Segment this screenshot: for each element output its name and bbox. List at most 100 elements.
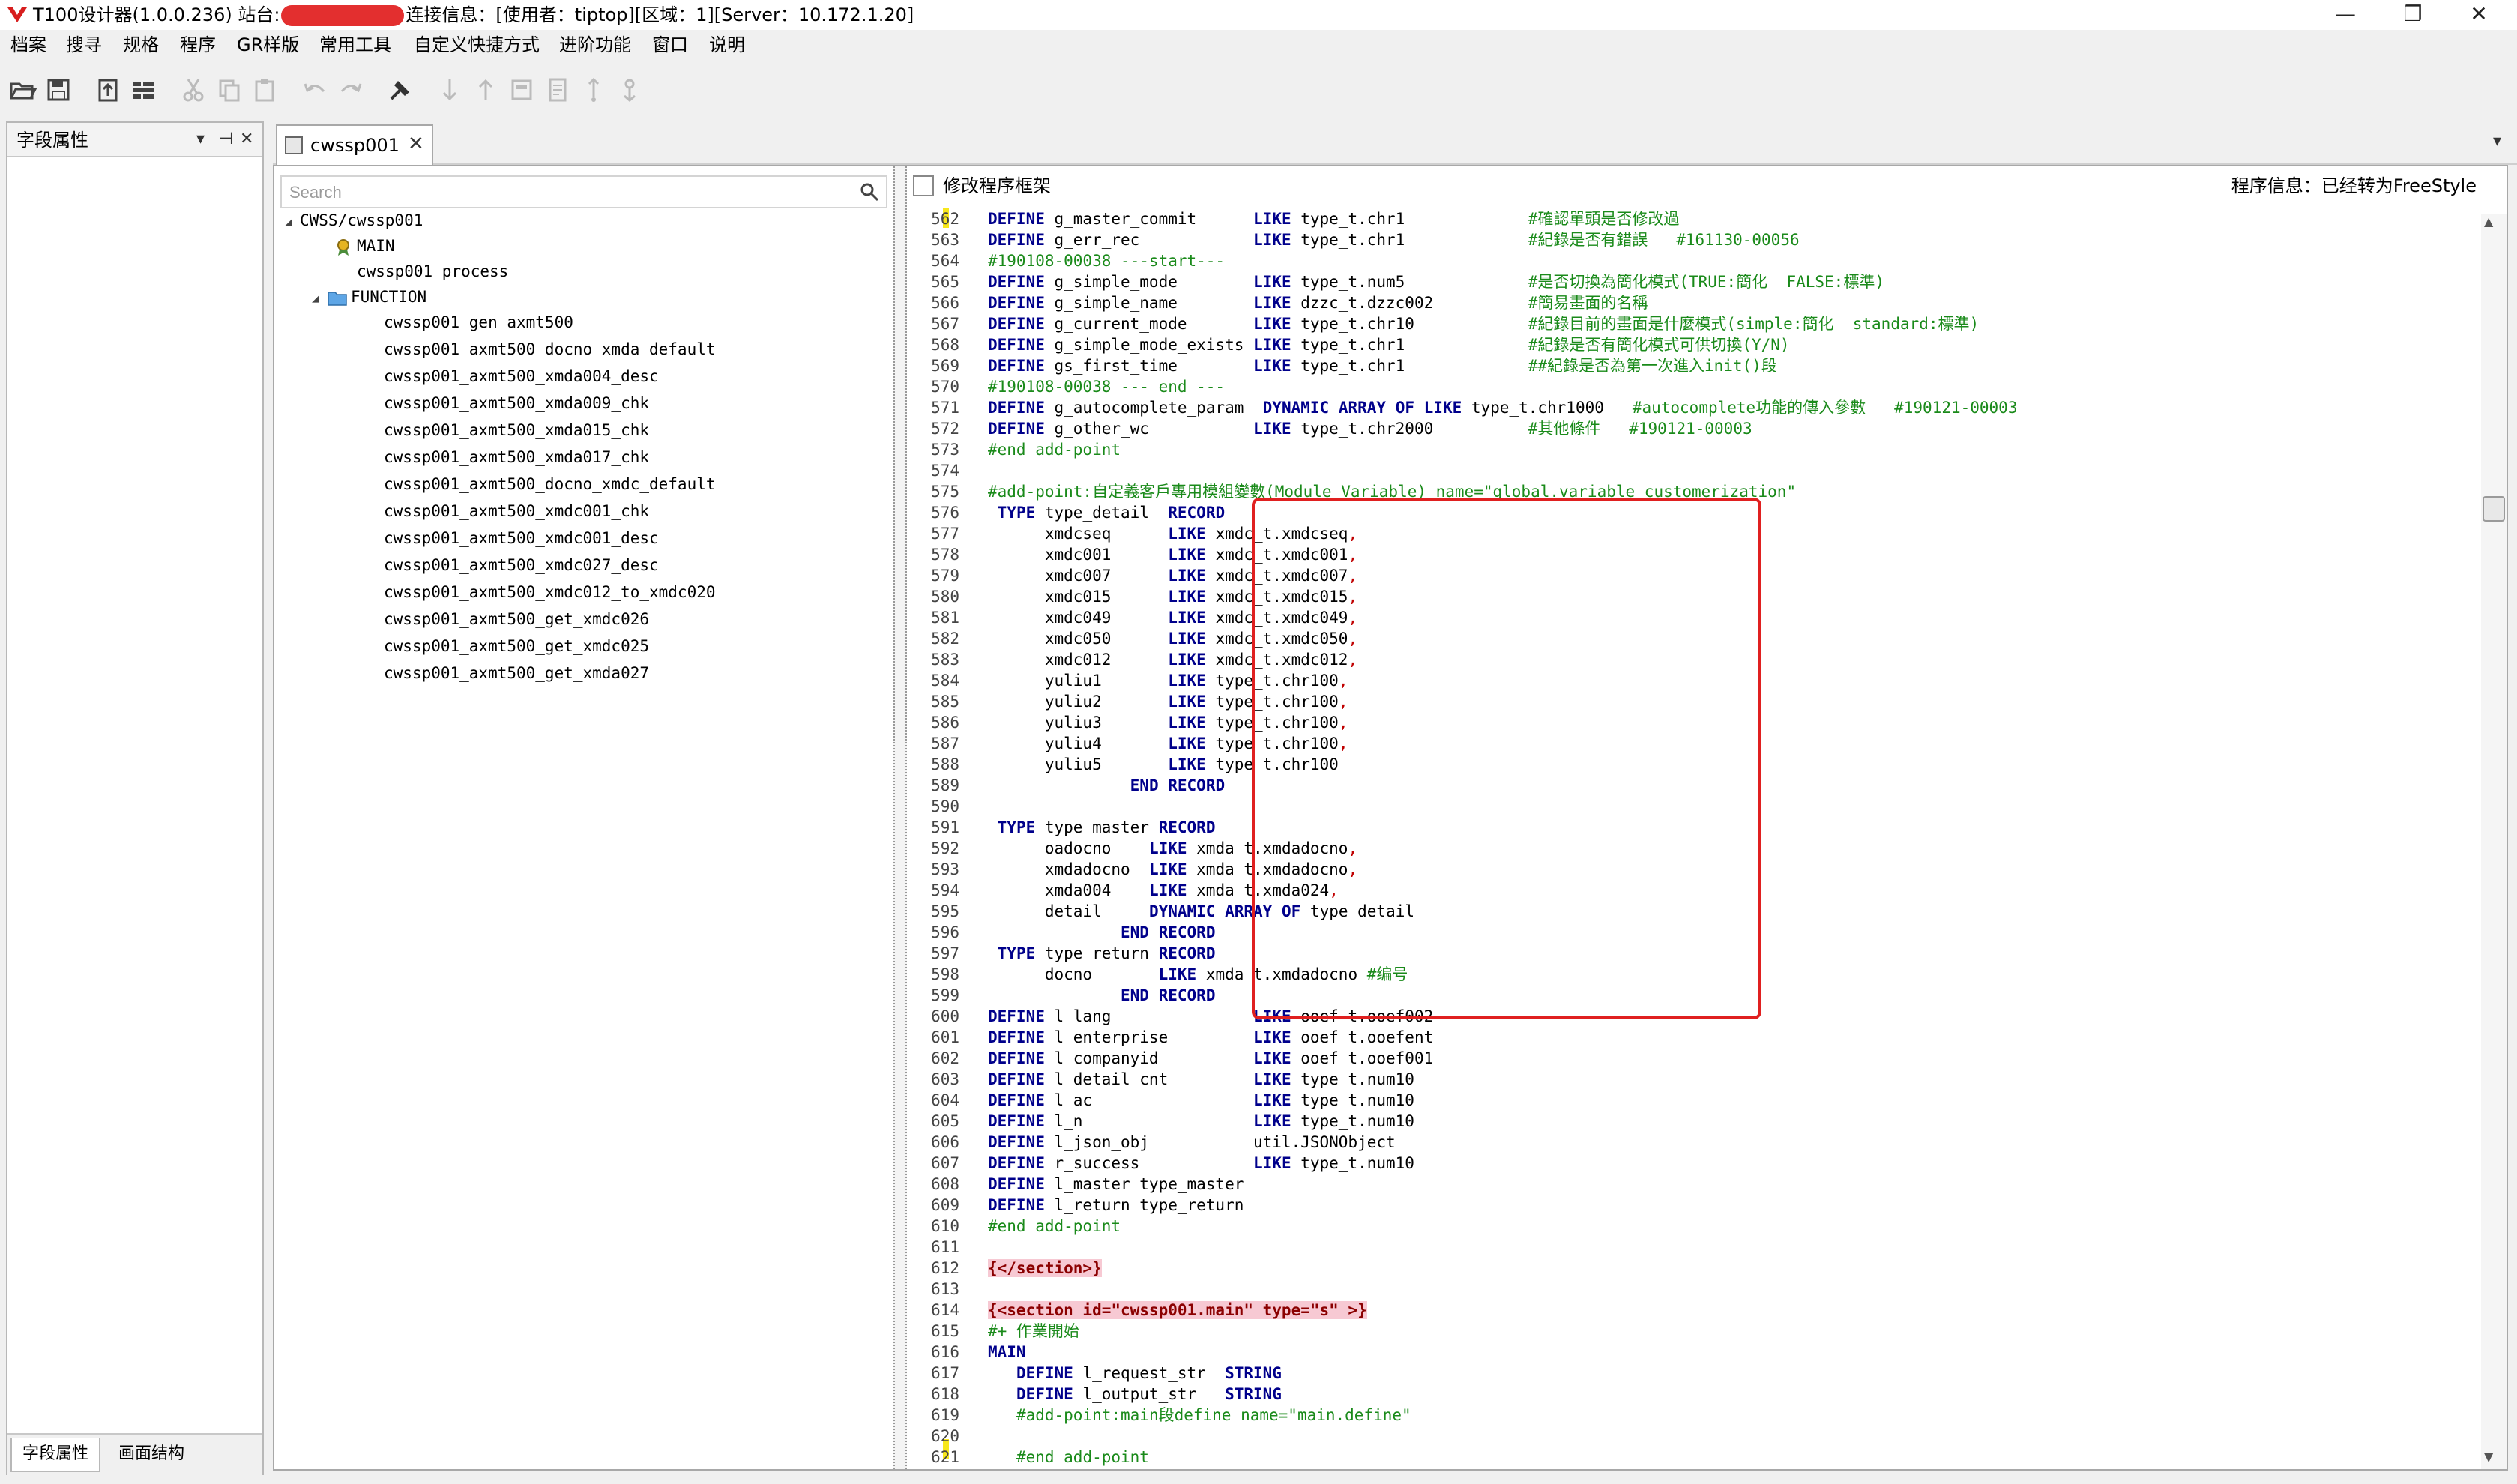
tree-function-item[interactable]: cwssp001_axmt500_docno_xmda_default bbox=[384, 340, 716, 358]
restore-button[interactable]: ❐ bbox=[2403, 1, 2423, 26]
open-folder-icon[interactable] bbox=[7, 75, 37, 105]
tree-function-item[interactable]: cwssp001_axmt500_get_xmdc026 bbox=[384, 610, 650, 628]
tree-function-item[interactable]: cwssp001_gen_axmt500 bbox=[384, 313, 573, 331]
panel-splitter[interactable] bbox=[893, 166, 907, 1469]
debug-step-icon[interactable] bbox=[579, 75, 609, 105]
menu-spec[interactable]: 规格 bbox=[123, 34, 159, 55]
code-line[interactable]: 598 docno LIKE xmda_t.xmdadocno #编号 bbox=[907, 964, 2474, 985]
code-line[interactable]: 586 yuliu3 LIKE type_t.chr100, bbox=[907, 712, 2474, 733]
menu-custom-shortcuts[interactable]: 自定义快捷方式 bbox=[414, 34, 540, 55]
tree-node-main[interactable]: MAIN bbox=[333, 232, 395, 259]
scroll-down-arrow-icon[interactable]: ▼ bbox=[2484, 1450, 2494, 1464]
code-line[interactable]: 590 bbox=[907, 796, 2474, 817]
code-line[interactable]: 578 xmdc001 LIKE xmdc_t.xmdc001, bbox=[907, 544, 2474, 565]
code-line[interactable]: 574 bbox=[907, 460, 2474, 481]
tree-function-item[interactable]: cwssp001_axmt500_docno_xmdc_default bbox=[384, 475, 716, 493]
paste-icon[interactable] bbox=[250, 75, 280, 105]
tab-cwssp001[interactable]: cwssp001 ✕ bbox=[276, 124, 433, 165]
menu-help[interactable]: 说明 bbox=[709, 34, 745, 55]
code-line[interactable]: 585 yuliu2 LIKE type_t.chr100, bbox=[907, 691, 2474, 712]
code-line[interactable]: 610#end add-point bbox=[907, 1216, 2474, 1237]
collapse-arrow-icon[interactable]: ◢ bbox=[285, 214, 292, 229]
tree-function-item[interactable]: cwssp001_axmt500_xmda004_desc bbox=[384, 367, 659, 385]
undo-icon[interactable] bbox=[300, 75, 330, 105]
document-icon[interactable] bbox=[543, 75, 573, 105]
menu-gr-template[interactable]: GR样版 bbox=[237, 34, 300, 55]
scrollbar-thumb[interactable] bbox=[2483, 496, 2505, 522]
code-line[interactable]: 594 xmda004 LIKE xmda_t.xmda024, bbox=[907, 880, 2474, 901]
code-line[interactable]: 617 DEFINE l_request_str STRING bbox=[907, 1363, 2474, 1384]
code-line[interactable]: 619 #add-point:main段define name="main.de… bbox=[907, 1405, 2474, 1426]
tab-list-dropdown-icon[interactable]: ▾ bbox=[2493, 132, 2502, 151]
code-line[interactable]: 620 bbox=[907, 1426, 2474, 1447]
pin-icon[interactable]: ⊣ bbox=[219, 130, 234, 148]
code-line[interactable]: 564#190108-00038 ---start--- bbox=[907, 250, 2474, 271]
grid-layout-icon[interactable] bbox=[129, 75, 159, 105]
code-line[interactable]: 621 #end add-point bbox=[907, 1447, 2474, 1468]
close-window-button[interactable]: ✕ bbox=[2470, 1, 2488, 26]
code-line[interactable]: 599 END RECORD bbox=[907, 985, 2474, 1006]
code-line[interactable]: 584 yuliu1 LIKE type_t.chr100, bbox=[907, 670, 2474, 691]
code-line[interactable]: 587 yuliu4 LIKE type_t.chr100, bbox=[907, 733, 2474, 754]
vertical-scrollbar[interactable] bbox=[2481, 214, 2507, 1469]
menu-advanced[interactable]: 进阶功能 bbox=[559, 34, 631, 55]
tab-screen-structure[interactable]: 画面结构 bbox=[118, 1444, 185, 1463]
code-line[interactable]: 570#190108-00038 --- end --- bbox=[907, 376, 2474, 397]
save-icon[interactable] bbox=[43, 75, 73, 105]
tree-function-item[interactable]: cwssp001_axmt500_xmda017_chk bbox=[384, 448, 650, 466]
code-line[interactable]: 595 detail DYNAMIC ARRAY OF type_detail bbox=[907, 901, 2474, 922]
code-line[interactable]: 573#end add-point bbox=[907, 439, 2474, 460]
code-line[interactable]: 611 bbox=[907, 1237, 2474, 1258]
tree-function-item[interactable]: cwssp001_axmt500_xmda009_chk bbox=[384, 394, 650, 412]
code-line[interactable]: 583 xmdc012 LIKE xmdc_t.xmdc012, bbox=[907, 649, 2474, 670]
menu-program[interactable]: 程序 bbox=[180, 34, 216, 55]
tree-function-item[interactable]: cwssp001_axmt500_xmda015_chk bbox=[384, 421, 650, 439]
menu-search[interactable]: 搜寻 bbox=[66, 34, 102, 55]
code-line[interactable]: 592 oadocno LIKE xmda_t.xmdadocno, bbox=[907, 838, 2474, 859]
tree-node-process[interactable]: cwssp001_process bbox=[357, 258, 508, 285]
code-line[interactable]: 612{</section>} bbox=[907, 1258, 2474, 1279]
menu-window[interactable]: 窗口 bbox=[652, 34, 688, 55]
form-icon[interactable] bbox=[507, 75, 537, 105]
move-up-icon[interactable] bbox=[471, 75, 501, 105]
dropdown-arrow-icon[interactable]: ▾ bbox=[196, 130, 205, 148]
tree-function-item[interactable]: cwssp001_axmt500_xmdc027_desc bbox=[384, 556, 659, 574]
minimize-button[interactable]: — bbox=[2335, 1, 2356, 26]
code-line[interactable]: 577 xmdcseq LIKE xmdc_t.xmdcseq, bbox=[907, 523, 2474, 544]
tree-function-item[interactable]: cwssp001_axmt500_xmdc001_desc bbox=[384, 529, 659, 547]
code-line[interactable]: 582 xmdc050 LIKE xmdc_t.xmdc050, bbox=[907, 628, 2474, 649]
panel-close-icon[interactable]: ✕ bbox=[240, 130, 254, 148]
code-line[interactable]: 575#add-point:自定義客戶專用模組變數(Module Variabl… bbox=[907, 481, 2474, 502]
redo-icon[interactable] bbox=[336, 75, 366, 105]
code-line[interactable]: 618 DEFINE l_output_str STRING bbox=[907, 1384, 2474, 1405]
export-icon[interactable] bbox=[93, 75, 123, 105]
search-input[interactable] bbox=[288, 180, 845, 205]
modify-framework-checkbox[interactable] bbox=[913, 175, 934, 196]
menu-file[interactable]: 档案 bbox=[10, 34, 46, 55]
code-line[interactable]: 588 yuliu5 LIKE type_t.chr100 bbox=[907, 754, 2474, 775]
code-line[interactable]: 576 TYPE type_detail RECORD bbox=[907, 502, 2474, 523]
debug-run-icon[interactable] bbox=[615, 75, 645, 105]
code-line[interactable]: 580 xmdc015 LIKE xmdc_t.xmdc015, bbox=[907, 586, 2474, 607]
move-down-icon[interactable] bbox=[435, 75, 465, 105]
tab-close-icon[interactable]: ✕ bbox=[408, 133, 424, 155]
scroll-up-arrow-icon[interactable]: ▲ bbox=[2484, 214, 2494, 229]
code-line[interactable]: 614{<section id="cwssp001.main" type="s"… bbox=[907, 1300, 2474, 1321]
